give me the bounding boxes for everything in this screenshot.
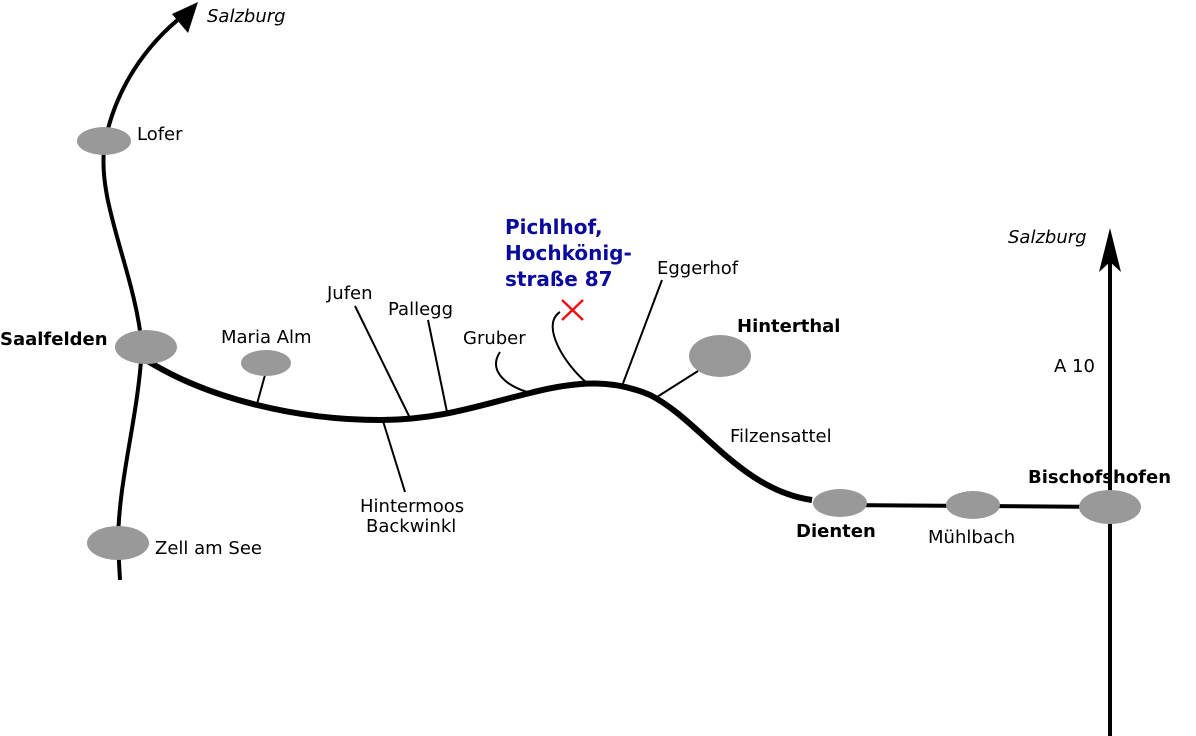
label-hintermoos: Hintermoos	[360, 496, 464, 517]
town-maria-alm-marker	[241, 350, 291, 376]
label-eggerhof: Eggerhof	[657, 258, 739, 279]
town-saalfelden-marker	[115, 330, 177, 364]
label-muehlbach: Mühlbach	[928, 527, 1015, 548]
side-road-eggerhof	[621, 279, 663, 387]
label-zell: Zell am See	[155, 538, 262, 559]
label-pallegg: Pallegg	[388, 299, 453, 320]
side-road-maria-alm	[256, 374, 266, 405]
arrow-salzburg-east-icon	[1099, 228, 1121, 272]
town-zell-marker	[87, 526, 149, 560]
label-jufen: Jufen	[326, 283, 373, 304]
destination-line-3: straße 87	[505, 267, 613, 291]
label-salzburg-west: Salzburg	[207, 6, 286, 27]
label-lofer: Lofer	[137, 124, 183, 145]
town-dienten-marker	[813, 489, 867, 517]
road-lofer-saalfelden	[101, 141, 144, 348]
label-maria-alm: Maria Alm	[221, 327, 312, 348]
destination-line-1: Pichlhof,	[505, 215, 603, 239]
side-road-pichlhof	[551, 311, 588, 384]
side-road-hinterthal	[656, 370, 699, 398]
label-salzburg-east: Salzburg	[1008, 227, 1087, 248]
town-muehlbach-marker	[946, 491, 1000, 519]
label-gruber: Gruber	[463, 328, 526, 349]
side-road-gruber	[495, 351, 528, 393]
label-backwinkl: Backwinkl	[366, 516, 456, 537]
cross-icon	[561, 299, 584, 321]
side-road-jufen	[354, 305, 410, 417]
label-bischofshofen: Bischofshofen	[1028, 467, 1171, 488]
label-hinterthal: Hinterthal	[737, 316, 840, 337]
road-hochkoenig	[144, 357, 813, 503]
town-lofer-marker	[77, 127, 131, 155]
destination-line-2: Hochkönig-	[505, 241, 632, 265]
label-filzensattel: Filzensattel	[730, 426, 832, 447]
side-road-pallegg	[427, 319, 448, 413]
arrow-salzburg-west-icon	[172, 2, 198, 33]
town-hinterthal-marker	[689, 335, 751, 377]
label-dienten: Dienten	[796, 521, 876, 542]
town-bischofshofen-marker	[1079, 490, 1141, 524]
road-lofer-salzburg	[103, 12, 187, 143]
label-a10: A 10	[1054, 356, 1095, 377]
label-saalfelden: Saalfelden	[0, 329, 108, 350]
side-road-hintermoos	[382, 420, 406, 493]
